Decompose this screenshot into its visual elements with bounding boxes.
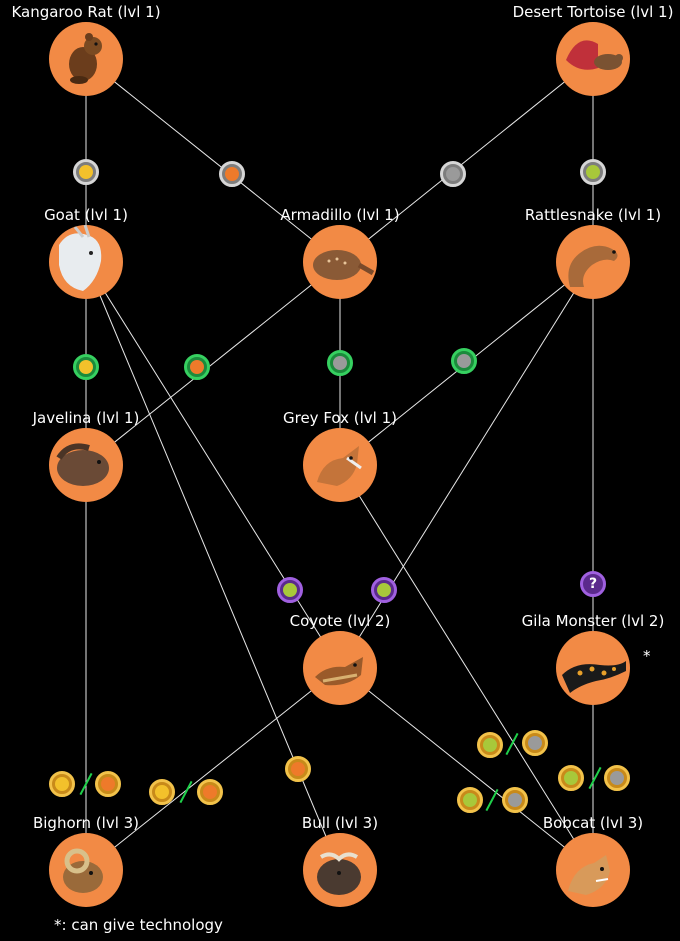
requirement-badge[interactable] xyxy=(219,161,245,187)
grey-fox-icon xyxy=(303,428,377,502)
desert-tortoise-icon xyxy=(556,22,630,96)
requirement-badge[interactable] xyxy=(580,159,606,185)
lime-token-icon xyxy=(377,583,391,597)
node-rattlesnake[interactable] xyxy=(556,225,630,299)
yellow-token-icon xyxy=(79,360,93,374)
lime-token-icon xyxy=(586,165,600,179)
requirement-badge[interactable] xyxy=(502,787,528,813)
node-label-armadillo: Armadillo (lvl 1) xyxy=(280,206,400,224)
node-label-kangaroo-rat: Kangaroo Rat (lvl 1) xyxy=(11,3,161,21)
node-label-goat: Goat (lvl 1) xyxy=(44,206,128,224)
requirement-badge[interactable] xyxy=(440,161,466,187)
edge-kangaroo-rat-to-armadillo xyxy=(85,58,341,263)
requirement-badge[interactable] xyxy=(327,350,353,376)
edge-rattlesnake-to-coyote xyxy=(339,261,594,669)
requirement-badge[interactable] xyxy=(49,771,75,797)
node-label-rattlesnake: Rattlesnake (lvl 1) xyxy=(524,206,662,224)
edge-coyote-to-bighorn xyxy=(85,667,341,871)
node-label-gila-monster: Gila Monster (lvl 2) xyxy=(521,612,665,630)
gray-token-icon xyxy=(333,356,347,370)
kangaroo-rat-icon xyxy=(49,22,123,96)
requirement-badge[interactable] xyxy=(73,159,99,185)
bull-icon xyxy=(303,833,377,907)
yellow-token-icon xyxy=(155,785,169,799)
edge-grey-fox-to-bobcat xyxy=(339,464,594,871)
node-bull[interactable] xyxy=(303,833,377,907)
node-label-bobcat: Bobcat (lvl 3) xyxy=(542,814,644,832)
requirement-badge[interactable] xyxy=(285,756,311,782)
node-label-javelina: Javelina (lvl 1) xyxy=(32,409,140,427)
requirement-badge[interactable] xyxy=(197,779,223,805)
bighorn-icon xyxy=(49,833,123,907)
node-bighorn[interactable] xyxy=(49,833,123,907)
lime-token-icon xyxy=(283,583,297,597)
gray-token-icon xyxy=(610,771,624,785)
bobcat-icon xyxy=(556,833,630,907)
gray-token-icon xyxy=(457,354,471,368)
orange-token-icon xyxy=(225,167,239,181)
requirement-badge[interactable]: ? xyxy=(580,571,606,597)
gray-token-icon xyxy=(508,793,522,807)
node-gila-monster[interactable] xyxy=(556,631,630,705)
node-armadillo[interactable] xyxy=(303,225,377,299)
requirement-badge[interactable] xyxy=(558,765,584,791)
node-javelina[interactable] xyxy=(49,428,123,502)
requirement-badge[interactable] xyxy=(73,354,99,380)
rattlesnake-icon xyxy=(556,225,630,299)
coyote-icon xyxy=(303,631,377,705)
gray-token-icon xyxy=(528,736,542,750)
armadillo-icon xyxy=(303,225,377,299)
node-label-bighorn: Bighorn (lvl 3) xyxy=(32,814,140,832)
requirement-badge[interactable] xyxy=(522,730,548,756)
orange-token-icon xyxy=(291,762,305,776)
requirement-badge[interactable] xyxy=(184,354,210,380)
node-bobcat[interactable] xyxy=(556,833,630,907)
requirement-badge[interactable] xyxy=(451,348,477,374)
question-mark-icon: ? xyxy=(588,576,598,592)
gila-monster-icon xyxy=(556,631,630,705)
orange-token-icon xyxy=(101,777,115,791)
gila-monster-asterisk: * xyxy=(643,647,651,665)
footnote: *: can give technology xyxy=(54,916,223,934)
requirement-badge[interactable] xyxy=(371,577,397,603)
edge-goat-to-coyote xyxy=(85,261,341,669)
node-kangaroo-rat[interactable] xyxy=(49,22,123,96)
javelina-icon xyxy=(49,428,123,502)
requirement-badge[interactable] xyxy=(604,765,630,791)
requirement-badge[interactable] xyxy=(277,577,303,603)
node-grey-fox[interactable] xyxy=(303,428,377,502)
requirement-badge[interactable] xyxy=(477,732,503,758)
node-coyote[interactable] xyxy=(303,631,377,705)
requirement-badge[interactable] xyxy=(95,771,121,797)
node-label-grey-fox: Grey Fox (lvl 1) xyxy=(282,409,398,427)
node-desert-tortoise[interactable] xyxy=(556,22,630,96)
lime-token-icon xyxy=(564,771,578,785)
node-label-bull: Bull (lvl 3) xyxy=(301,814,379,832)
node-label-desert-tortoise: Desert Tortoise (lvl 1) xyxy=(512,3,674,21)
goat-icon xyxy=(49,225,123,299)
node-label-coyote: Coyote (lvl 2) xyxy=(289,612,391,630)
requirement-badge[interactable] xyxy=(149,779,175,805)
edge-desert-tortoise-to-armadillo xyxy=(339,58,594,263)
lime-token-icon xyxy=(463,793,477,807)
yellow-token-icon xyxy=(55,777,69,791)
edge-coyote-to-bobcat xyxy=(339,667,594,871)
gray-token-icon xyxy=(446,167,460,181)
node-goat[interactable] xyxy=(49,225,123,299)
lime-token-icon xyxy=(483,738,497,752)
orange-token-icon xyxy=(190,360,204,374)
yellow-token-icon xyxy=(79,165,93,179)
edge-armadillo-to-javelina xyxy=(85,261,341,466)
orange-token-icon xyxy=(203,785,217,799)
requirement-badge[interactable] xyxy=(457,787,483,813)
